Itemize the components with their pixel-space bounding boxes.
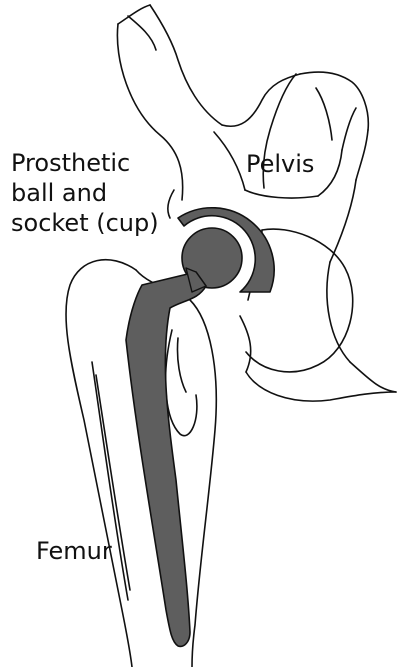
femoral-stem: [126, 272, 206, 646]
pelvis-label: Pelvis: [246, 149, 314, 179]
label-line: ball and: [11, 178, 159, 208]
label-line: socket (cup): [11, 208, 159, 238]
prosthetic-ball-socket-label: Prosthetic ball and socket (cup): [11, 148, 159, 238]
femur-label: Femur: [36, 536, 112, 566]
label-line: Prosthetic: [11, 148, 159, 178]
